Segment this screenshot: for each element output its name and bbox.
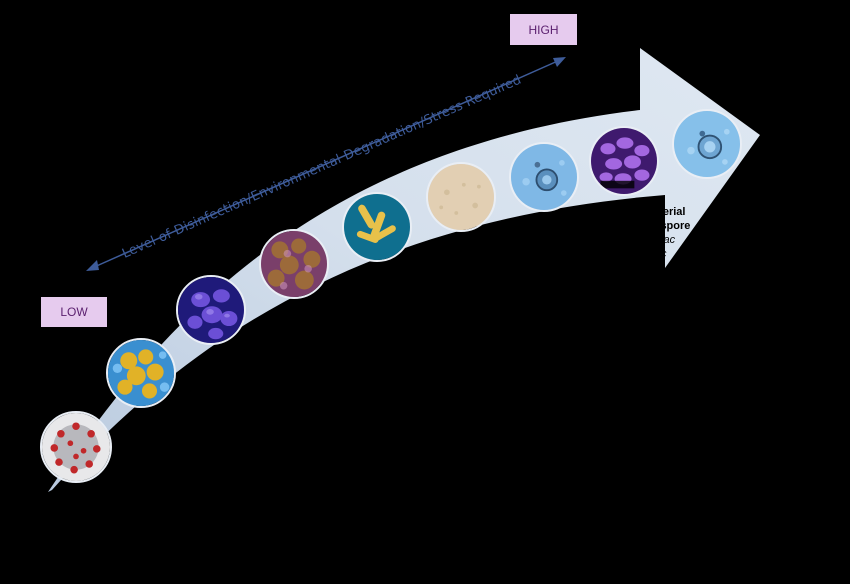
progression-arrow	[48, 48, 760, 492]
axis-line	[91, 59, 561, 269]
bacterial-endospore-label: Bacterial dospore ., Bac wac	[639, 205, 690, 261]
enveloped-virus-image	[40, 411, 112, 483]
gram-positive-bacteria-image	[106, 338, 176, 408]
low-level-tag: LOW	[41, 297, 107, 327]
label-line-3b: Bac	[656, 234, 676, 246]
axis-arrowhead-right	[553, 57, 566, 67]
label-line-2: dospore	[647, 220, 691, 232]
prion-cyst-image	[672, 109, 742, 179]
high-level-tag: HIGH	[510, 14, 577, 45]
label-line-3: ., Bac	[639, 233, 690, 247]
label-line-3a: .,	[647, 234, 657, 246]
label-line-4: wac	[647, 248, 667, 260]
label-line-1: Bacterial	[639, 206, 686, 218]
beige-texture-image	[426, 162, 496, 232]
protozoan-cyst-image	[509, 142, 579, 212]
yeast-cells-image	[176, 275, 246, 345]
axis-arrowhead-left	[86, 260, 99, 271]
fungal-cluster-image	[259, 229, 329, 299]
bacterial-endospore-image	[589, 126, 659, 196]
mycobacteria-image	[342, 192, 412, 262]
